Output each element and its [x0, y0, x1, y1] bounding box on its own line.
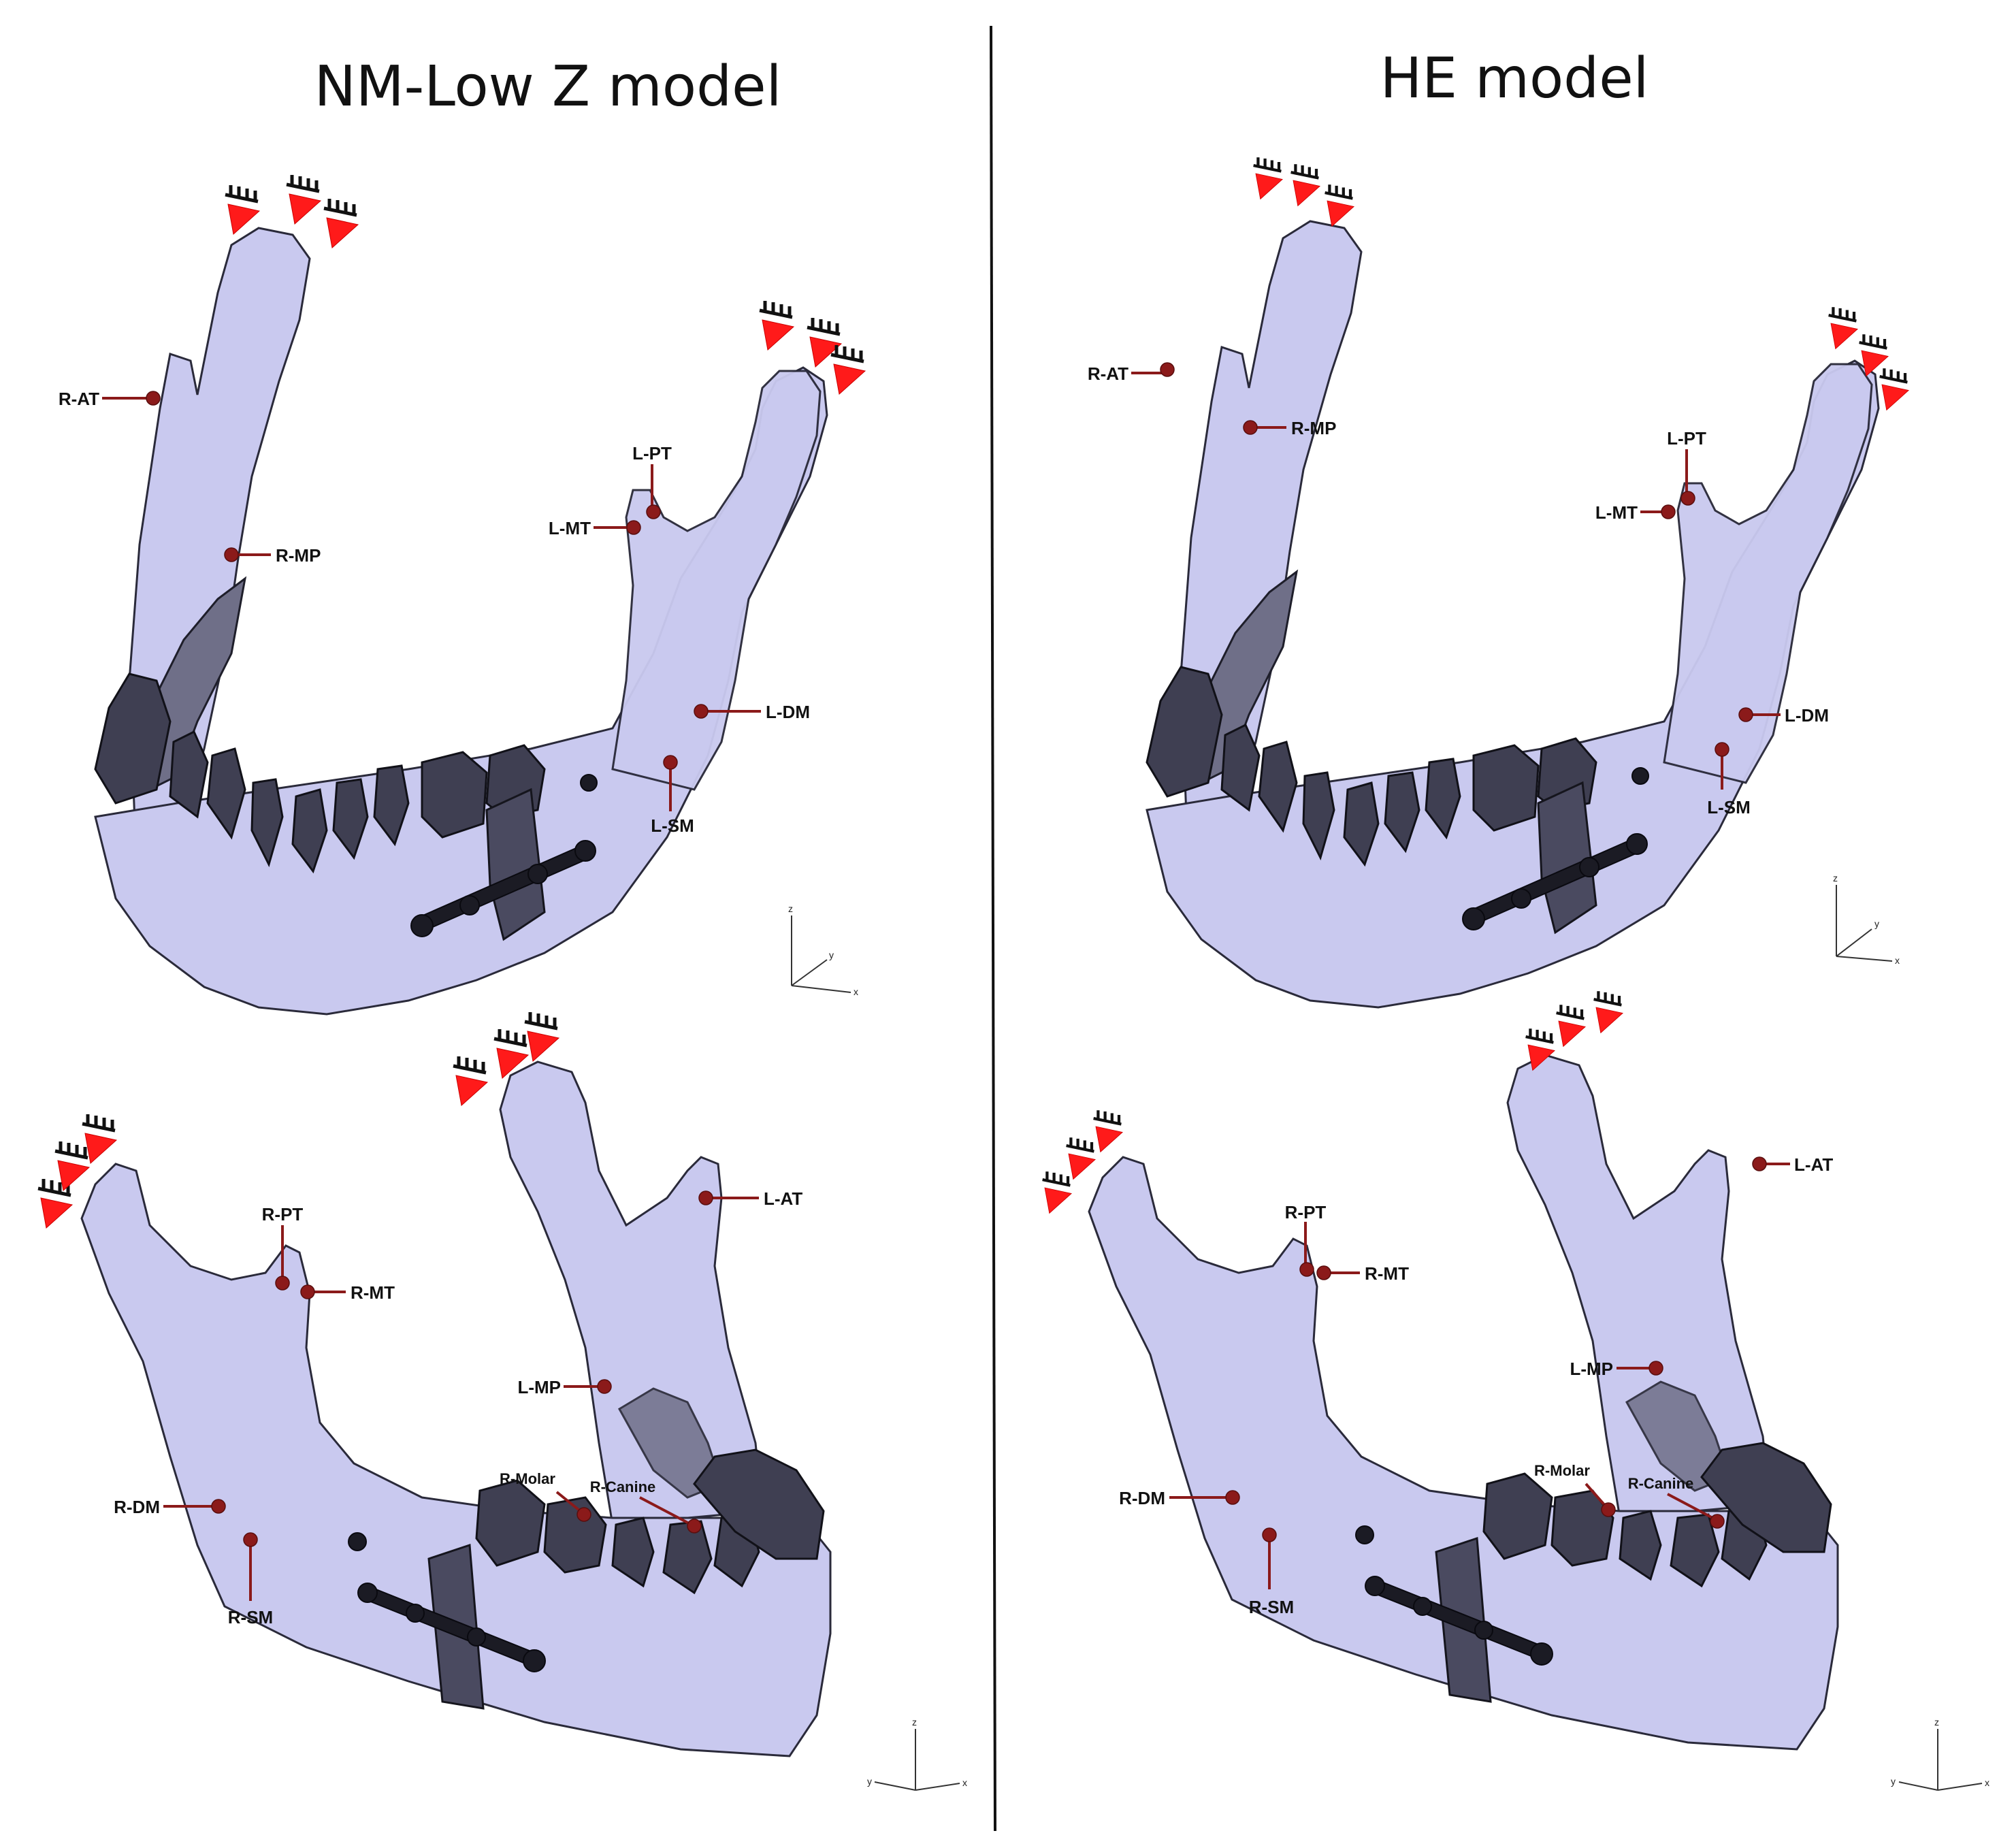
marker-l-pt: L-PT — [632, 443, 672, 519]
marker-r-at: R-AT — [59, 389, 161, 409]
panel-title-right: HE model — [1380, 46, 1649, 111]
marker-l-mp: L-MP — [1570, 1359, 1663, 1379]
label-l-at: L-AT — [764, 1188, 802, 1209]
label-r-mp: R-MP — [1291, 418, 1336, 438]
label-r-at: R-AT — [59, 389, 99, 409]
label-l-sm: L-SM — [651, 815, 694, 836]
marker-l-dm: L-DM — [694, 702, 810, 722]
label-r-mt: R-MT — [1365, 1263, 1409, 1284]
axis-triad: z y x — [788, 903, 858, 997]
label-l-mt: L-MT — [1595, 502, 1638, 523]
nm-low-z-view-bottom: R-PT R-MT L-AT L-MP R-DM R-SM R-Molar R — [38, 1012, 967, 1791]
label-r-mp: R-MP — [276, 545, 321, 566]
marker-r-canine: R-Canine — [1628, 1475, 1725, 1529]
marker-l-pt: L-PT — [1667, 428, 1706, 506]
marker-r-pt: R-PT — [1285, 1202, 1327, 1277]
axis-triad: z y x — [867, 1717, 967, 1791]
marker-l-at: L-AT — [1752, 1154, 1833, 1175]
label-l-mp: L-MP — [1570, 1359, 1613, 1379]
marker-l-at: L-AT — [698, 1188, 802, 1209]
label-l-pt: L-PT — [632, 443, 672, 464]
marker-r-mp: R-MP — [1243, 418, 1336, 438]
svg-text:z: z — [1833, 873, 1838, 884]
panel-title-left: NM-Low Z model — [314, 54, 782, 119]
label-r-sm: R-SM — [1249, 1597, 1294, 1617]
panel-divider — [990, 25, 996, 1832]
label-l-pt: L-PT — [1667, 428, 1706, 449]
label-r-canine: R-Canine — [590, 1478, 656, 1495]
svg-text:z: z — [788, 903, 793, 914]
label-r-dm: R-DM — [1119, 1488, 1165, 1508]
label-r-pt: R-PT — [1285, 1202, 1327, 1222]
svg-text:x: x — [854, 986, 858, 997]
marker-r-canine: R-Canine — [590, 1478, 702, 1534]
he-view-bottom: R-PT R-MT L-AT L-MP R-DM R-SM R-Molar R — [1043, 991, 1989, 1791]
label-l-mp: L-MP — [517, 1377, 561, 1397]
label-l-sm: L-SM — [1707, 797, 1751, 817]
marker-r-mp: R-MP — [224, 545, 321, 566]
axis-triad: z y x — [1891, 1717, 1989, 1791]
marker-r-sm: R-SM — [1249, 1527, 1294, 1617]
marker-l-sm: L-SM — [651, 755, 694, 836]
marker-r-molar: R-Molar — [1534, 1462, 1616, 1517]
label-r-dm: R-DM — [114, 1497, 160, 1517]
svg-text:x: x — [962, 1777, 967, 1788]
marker-l-dm: L-DM — [1738, 705, 1829, 726]
marker-l-mp: L-MP — [517, 1377, 612, 1397]
nm-low-z-view-top: R-AT R-MP L-PT L-MT L-DM L-SM z y x — [59, 175, 865, 1016]
label-r-molar: R-Molar — [500, 1470, 555, 1487]
svg-text:x: x — [1895, 955, 1900, 966]
label-l-dm: L-DM — [766, 702, 810, 722]
marker-l-sm: L-SM — [1707, 742, 1751, 817]
label-r-mt: R-MT — [351, 1282, 395, 1303]
marker-l-mt: L-MT — [1595, 502, 1676, 523]
marker-r-dm: R-DM — [1119, 1488, 1240, 1508]
svg-text:x: x — [1985, 1777, 1989, 1788]
label-l-dm: L-DM — [1785, 705, 1829, 726]
label-r-canine: R-Canine — [1628, 1475, 1694, 1492]
he-view-top: R-AT R-MP L-PT L-MT L-DM L-SM z y x — [1088, 157, 1909, 1009]
label-r-molar: R-Molar — [1534, 1462, 1590, 1479]
marker-r-molar: R-Molar — [500, 1470, 591, 1522]
label-l-mt: L-MT — [549, 518, 591, 538]
marker-r-at: R-AT — [1088, 362, 1175, 384]
marker-l-mt: L-MT — [549, 518, 641, 538]
svg-text:y: y — [829, 950, 834, 960]
svg-text:y: y — [1874, 918, 1879, 929]
label-r-pt: R-PT — [262, 1204, 304, 1225]
label-r-at: R-AT — [1088, 363, 1128, 384]
label-r-sm: R-SM — [228, 1607, 273, 1627]
marker-r-mt: R-MT — [300, 1282, 395, 1303]
svg-text:z: z — [912, 1717, 917, 1728]
marker-r-pt: R-PT — [262, 1204, 304, 1291]
svg-text:z: z — [1934, 1717, 1939, 1728]
marker-r-dm: R-DM — [114, 1497, 226, 1517]
load-arrows — [225, 175, 865, 394]
svg-text:y: y — [1891, 1776, 1896, 1787]
svg-text:y: y — [867, 1776, 872, 1787]
marker-r-mt: R-MT — [1316, 1263, 1409, 1284]
axis-triad: z y x — [1833, 873, 1900, 966]
label-l-at: L-AT — [1794, 1154, 1833, 1175]
marker-r-sm: R-SM — [228, 1532, 273, 1627]
